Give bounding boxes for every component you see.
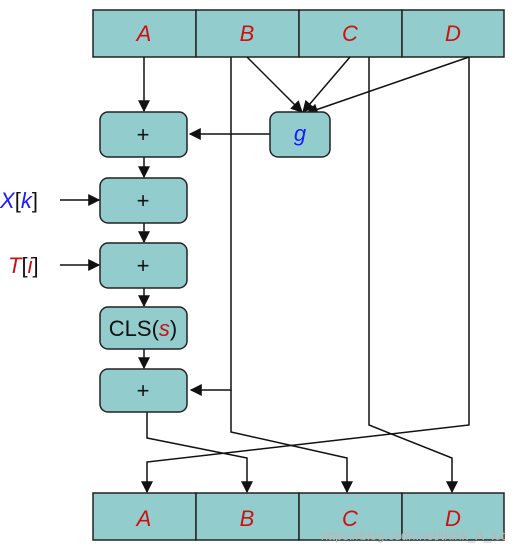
top-register-a-label: A: [135, 21, 152, 46]
add-box-3: [99, 242, 188, 289]
cls-box: [99, 306, 188, 350]
g-function-box: [269, 111, 331, 158]
add-box-3-label: +: [137, 253, 150, 278]
bottom-register-a-label: A: [135, 506, 152, 531]
bottom-register-d-label: D: [445, 506, 461, 531]
add-box-2: [99, 177, 188, 224]
add-box-4: [99, 368, 188, 413]
watermark: https://blog.csdn.net/think_A_lot: [321, 528, 506, 543]
wire-d-to-bottom-a: [141, 57, 470, 494]
wire-d-to-g: [305, 56, 470, 116]
add-box-1: [99, 111, 188, 158]
top-register-a: [92, 9, 197, 58]
g-function-label: g: [294, 121, 307, 146]
wire-c-to-g: [302, 56, 351, 113]
bottom-register-a: [92, 492, 197, 541]
bottom-register-b-label: B: [240, 506, 255, 531]
x-input-label: X[k]: [0, 188, 38, 213]
wire-b-to-add4: [189, 57, 232, 396]
wire-b-to-g: [246, 56, 303, 113]
operation-boxes: + g + + CLS(s) +: [99, 111, 331, 413]
add-box-2-label: +: [137, 188, 150, 213]
top-register-b-label: B: [240, 21, 255, 46]
bottom-register-c: [298, 492, 403, 541]
add-box-1-label: +: [137, 122, 150, 147]
bottom-register-c-label: C: [342, 506, 358, 531]
bottom-register-b: [195, 492, 300, 541]
top-register-b: [195, 9, 300, 58]
bottom-register-row: A B C D: [92, 492, 505, 541]
wires: [60, 56, 470, 494]
t-input-label: T[i]: [8, 253, 39, 278]
top-register-d: [401, 9, 505, 58]
wire-c-to-bottom-d: [368, 57, 458, 494]
top-register-c-label: C: [342, 21, 358, 46]
wire-add4-to-bottom-b: [146, 412, 253, 494]
add-box-4-label: +: [137, 378, 150, 403]
bottom-register-d: [401, 492, 505, 541]
top-register-row: A B C D: [92, 9, 505, 58]
top-register-c: [298, 9, 403, 58]
cls-label: CLS(s): [109, 316, 177, 341]
top-register-d-label: D: [445, 21, 461, 46]
